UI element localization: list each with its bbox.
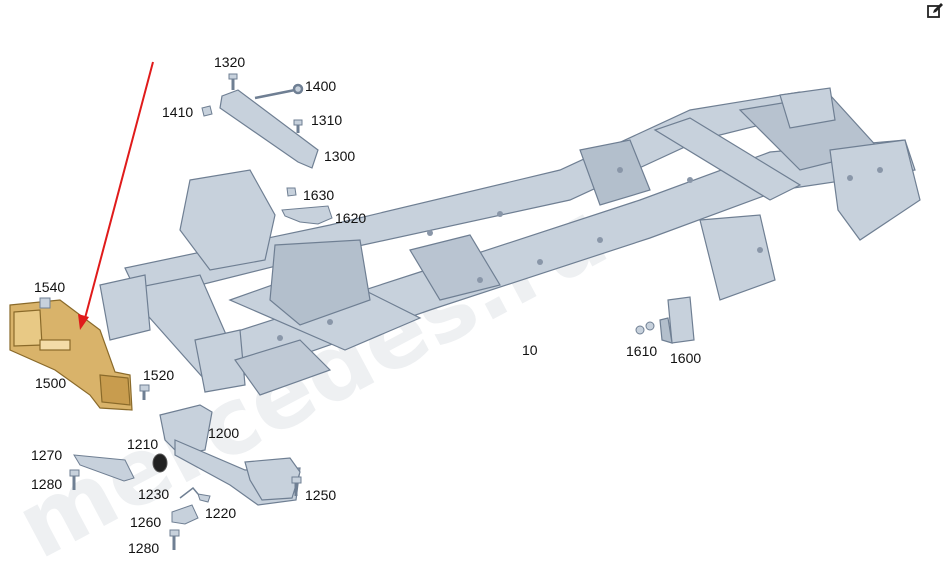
clip-1220[interactable]	[197, 493, 211, 503]
callout-1410[interactable]: 1410	[162, 104, 194, 120]
bolt-1400[interactable]	[254, 83, 304, 100]
callout-1230[interactable]: 1230	[138, 486, 170, 502]
callout-1620[interactable]: 1620	[335, 210, 367, 226]
bolts-1610[interactable]	[635, 321, 655, 335]
bracket-1620[interactable]	[281, 205, 333, 225]
bolt-1250[interactable]	[291, 476, 302, 496]
callout-1220[interactable]: 1220	[205, 505, 237, 521]
callout-1250[interactable]: 1250	[305, 487, 337, 503]
bolt-1280-b[interactable]	[169, 529, 180, 550]
callout-1500[interactable]: 1500	[35, 375, 67, 391]
callout-1280-b[interactable]: 1280	[128, 540, 160, 556]
callout-1210[interactable]: 1210	[127, 436, 159, 452]
callout-1200[interactable]: 1200	[208, 425, 240, 441]
bolt-1310[interactable]	[293, 119, 303, 133]
bracket-1600[interactable]	[659, 296, 695, 344]
mount-1250[interactable]	[244, 457, 301, 501]
ladder-frame[interactable]	[99, 87, 921, 396]
nut-1540[interactable]	[39, 297, 51, 309]
bolt-1280-a[interactable]	[69, 469, 80, 490]
callout-1320[interactable]: 1320	[214, 54, 246, 70]
crossbar-1300[interactable]	[219, 89, 319, 169]
callout-1270[interactable]: 1270	[31, 447, 63, 463]
nut-1410[interactable]	[201, 105, 213, 117]
callout-1520[interactable]: 1520	[143, 367, 175, 383]
cap-1210[interactable]	[152, 453, 168, 473]
callout-1600[interactable]: 1600	[670, 350, 702, 366]
callout-1300[interactable]: 1300	[324, 148, 356, 164]
frame-holes	[277, 167, 883, 341]
bracket-1270[interactable]	[73, 454, 135, 482]
callout-1310[interactable]: 1310	[311, 112, 343, 128]
bolt-1520[interactable]	[139, 384, 150, 400]
callout-1540[interactable]: 1540	[34, 279, 66, 295]
edit-icon[interactable]	[926, 2, 944, 20]
pointer-arrow	[78, 61, 154, 330]
callout-1610[interactable]: 1610	[626, 343, 658, 359]
bracket-1260[interactable]	[171, 504, 199, 525]
bolt-1630[interactable]	[286, 187, 297, 197]
callout-1400[interactable]: 1400	[305, 78, 337, 94]
callout-1260[interactable]: 1260	[130, 514, 162, 530]
clip-1230[interactable]	[179, 486, 199, 499]
bolt-1320[interactable]	[228, 73, 238, 90]
callout-1630[interactable]: 1630	[303, 187, 335, 203]
callout-10[interactable]: 10	[522, 342, 538, 358]
callout-1280-a[interactable]: 1280	[31, 476, 63, 492]
